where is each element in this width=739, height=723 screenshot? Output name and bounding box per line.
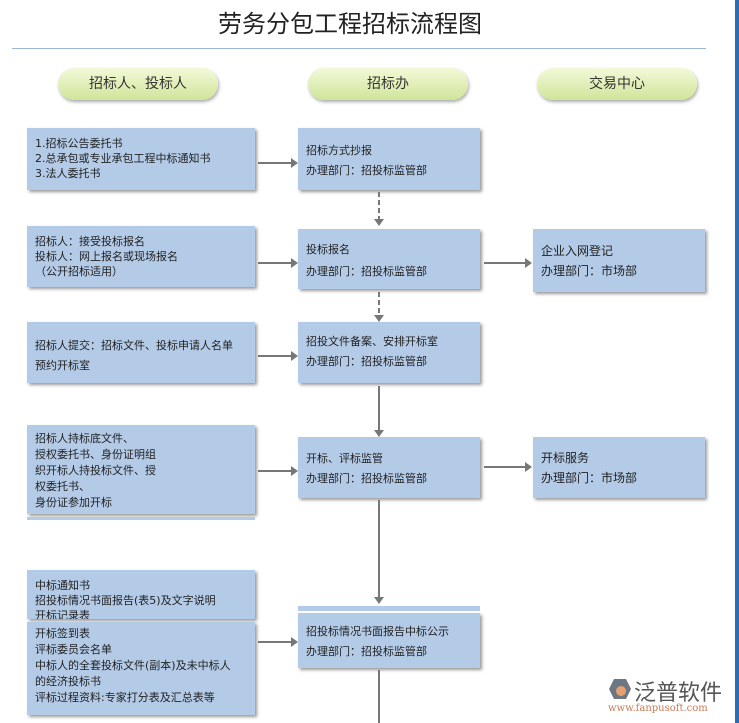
text-line: 招标人：接受投标报名: [35, 235, 145, 248]
text-line: 办理部门：招投标监管部: [306, 164, 427, 177]
text-line: 办理部门：招投标监管部: [306, 355, 427, 368]
arrow-right: [258, 351, 298, 361]
arrow-down: [374, 292, 384, 322]
text-line: 招标人提交：招标文件、投标申请人名单: [35, 339, 233, 352]
text-line: 开标、评标监管: [306, 452, 383, 465]
text-line: 办理部门：招投标监管部: [306, 265, 427, 278]
arrow-down: [374, 500, 384, 604]
title-divider: [12, 48, 706, 49]
text-line: 授权委托书、身份证明组: [35, 448, 156, 461]
text-line: 办理部门：市场部: [541, 264, 638, 278]
middle-box-1: 招标方式抄报办理部门：招投标监管部: [298, 128, 480, 190]
arrow-right: [258, 258, 298, 268]
text-line: 招投标情况书面报告中标公示: [306, 625, 449, 638]
arrow-right: [484, 258, 532, 268]
text-line: 办理部门：市场部: [541, 471, 638, 485]
left-box-1: 1.招标公告委托书 2.总承包或专业承包工程中标通知书 3.法人委托书: [27, 128, 255, 190]
middle-box-3: 招投文件备案、安排开标室办理部门：招投标监管部: [298, 322, 480, 383]
arrow-down: [374, 386, 384, 437]
arrow-right: [258, 637, 298, 647]
text-line: 办理部门：招投标监管部: [306, 472, 427, 485]
fanpusoft-logo: 泛普软件 www.fanpusoft.com: [606, 675, 736, 720]
arrow-right: [484, 462, 532, 472]
logo-url: www.fanpusoft.com: [608, 703, 708, 714]
right-box-1: 企业入网登记办理部门：市场部: [533, 229, 705, 292]
column-header-bidders: 招标人、投标人: [58, 68, 218, 100]
text-line: 开标服务: [541, 451, 590, 465]
text-line: 2.总承包或专业承包工程中标通知书: [35, 152, 211, 165]
page-title: 劳务分包工程招标流程图: [218, 10, 482, 38]
text-line: 开标记录表: [35, 609, 90, 619]
text-line: 开标签到表: [35, 627, 90, 640]
middle-box-2: 投标报名办理部门：招投标监管部: [298, 229, 480, 289]
connector-line: [378, 670, 380, 723]
column-header-bidding-office: 招标办: [308, 68, 468, 100]
right-box-2: 开标服务办理部门：市场部: [533, 437, 705, 498]
left-box-5: 中标通知书招投标情况书面报告(表5)及文字说明开标记录表: [27, 570, 255, 619]
text-line: 中标人的全套投标文件(副本)及未中标人: [35, 659, 231, 672]
text-line: 预约开标室: [35, 359, 90, 372]
middle-box-4: 开标、评标监管办理部门：招投标监管部: [298, 437, 480, 498]
box-edge: [27, 517, 255, 520]
left-box-3: 招标人提交：招标文件、投标申请人名单预约开标室: [27, 322, 255, 383]
text-line: 中标通知书: [35, 579, 90, 592]
text-line: 招标方式抄报: [306, 144, 372, 157]
left-box-6: 开标签到表评标委员会名单中标人的全套投标文件(副本)及未中标人的经济投标书评标过…: [27, 622, 255, 715]
text-line: 身份证参加开标: [35, 496, 112, 509]
arrow-down: [374, 192, 384, 226]
right-edge-bar: [735, 0, 739, 723]
middle-box-5: 招投标情况书面报告中标公示办理部门：招投标监管部: [298, 613, 480, 668]
arrow-right: [258, 158, 298, 168]
arrow-right: [258, 466, 298, 476]
left-box-4: 招标人持标底文件、授权委托书、身份证明组织开标人持投标文件、授权委托书、身份证参…: [27, 425, 255, 514]
text-line: 织开标人持投标文件、授: [35, 464, 156, 477]
text-line: 1.招标公告委托书: [35, 137, 123, 150]
text-line: 评标委员会名单: [35, 643, 112, 656]
logo-text: 泛普软件: [634, 681, 723, 706]
text-line: 3.法人委托书: [35, 167, 101, 180]
text-line: 投标人：网上报名或现场报名: [35, 250, 178, 263]
text-line: 权委托书、: [35, 480, 90, 493]
text-line: 评标过程资料:专家打分表及汇总表等: [35, 691, 215, 704]
left-box-2: 招标人：接受投标报名投标人：网上报名或现场报名 （公开招标适用）: [27, 226, 255, 287]
text-line: （公开招标适用）: [35, 265, 123, 278]
column-header-trading-center: 交易中心: [537, 68, 697, 100]
box-edge: [298, 606, 480, 611]
text-line: 招投文件备案、安排开标室: [306, 335, 438, 348]
text-line: 企业入网登记: [541, 244, 614, 258]
text-line: 的经济投标书: [35, 675, 101, 688]
text-line: 招投标情况书面报告(表5)及文字说明: [35, 594, 216, 607]
text-line: 办理部门：招投标监管部: [306, 645, 427, 658]
text-line: 招标人持标底文件、: [35, 432, 134, 445]
text-line: 投标报名: [306, 243, 350, 256]
logo-icon: [609, 679, 631, 699]
